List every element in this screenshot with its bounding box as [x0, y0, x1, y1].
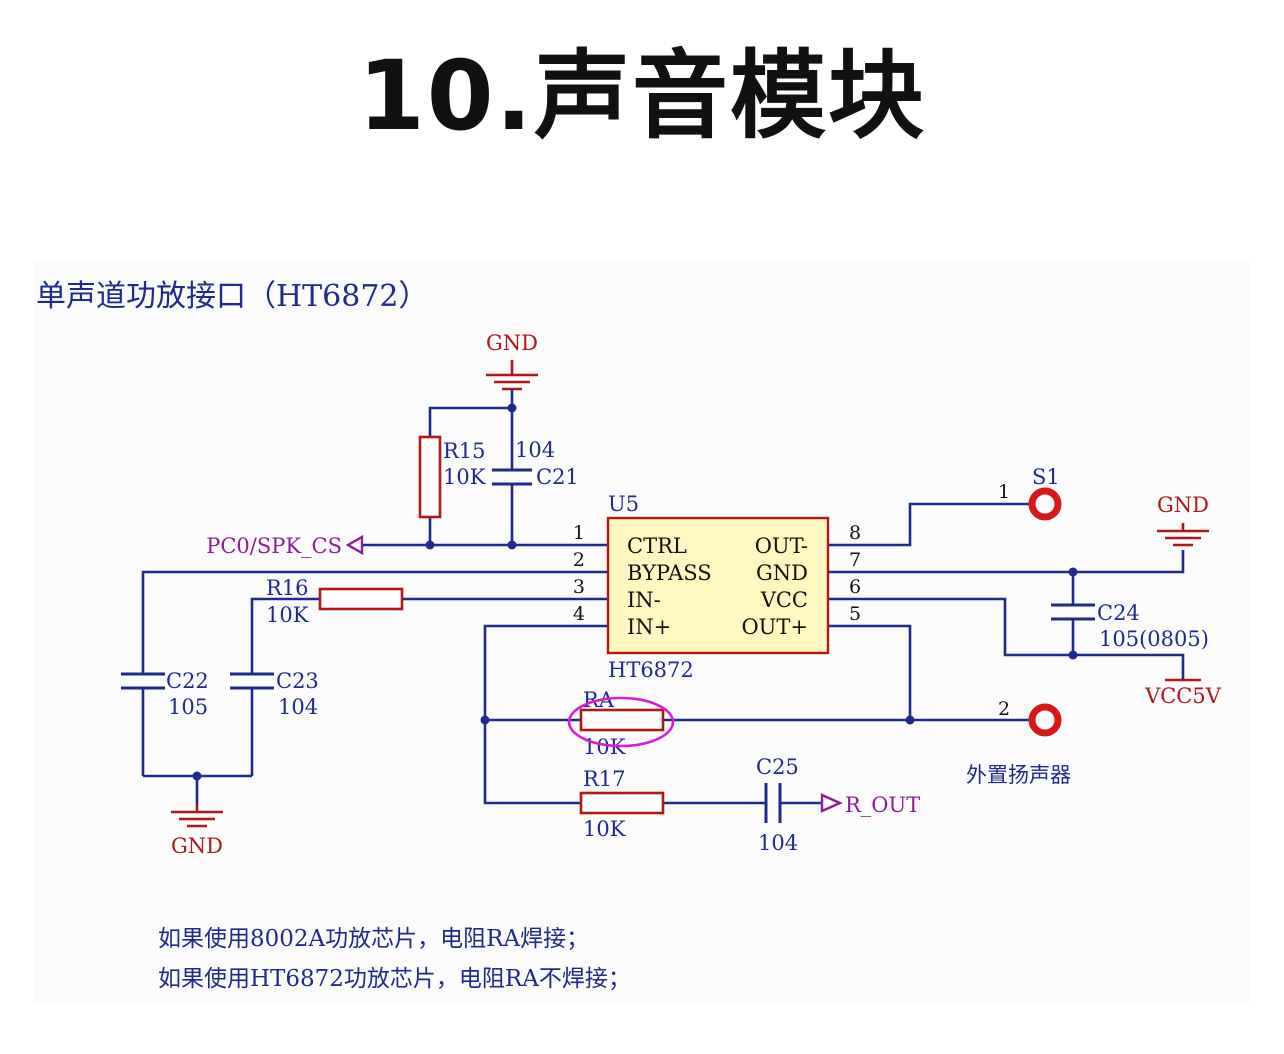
capacitor-c25: C25 104 — [756, 755, 799, 855]
r16-value: 10K — [266, 603, 309, 627]
page-title: 10.声音模块 — [357, 40, 927, 152]
pin-num-4: 4 — [573, 603, 585, 625]
capacitor-c23: C23 104 — [230, 669, 319, 719]
c25-value: 104 — [758, 831, 798, 855]
pin-name-in-plus: IN+ — [627, 615, 671, 639]
speaker-terminal-1 — [1028, 487, 1062, 521]
chip-ref: U5 — [608, 492, 639, 516]
c23-ref: C23 — [276, 669, 319, 693]
pc0-label: PC0/SPK_CS — [206, 534, 342, 558]
gnd-symbol-top: GND — [486, 331, 538, 395]
pin-name-out-plus: OUT+ — [741, 615, 808, 639]
capacitor-c21: 104 C21 — [492, 438, 579, 489]
ra-highlight-circle — [567, 696, 675, 748]
resistor-r17: R17 10K — [579, 767, 665, 841]
speaker-ref: S1 — [1032, 465, 1060, 489]
c23-value: 104 — [278, 695, 318, 719]
gnd-symbol-bottom: GND — [171, 805, 223, 858]
rout-net-label: R_OUT — [820, 793, 920, 817]
vcc-symbol: VCC5V — [1144, 678, 1222, 708]
r16-ref: R16 — [266, 576, 309, 600]
pin-num-2: 2 — [573, 549, 585, 571]
pin-num-8: 8 — [849, 522, 861, 544]
rout-label: R_OUT — [845, 793, 920, 817]
wires — [141, 395, 1185, 805]
speaker-pin-2: 2 — [998, 698, 1010, 720]
pin-num-7: 7 — [849, 549, 861, 571]
chip-u5: U5 HT6872 CTRL BYPASS IN- IN+ 1 2 3 4 OU… — [573, 492, 861, 682]
pin-name-in-minus: IN- — [627, 588, 661, 612]
chip-part: HT6872 — [608, 658, 694, 682]
capacitor-c24: C24 105(0805) — [1051, 601, 1209, 651]
resistor-r15: R15 10K — [418, 435, 486, 519]
pin-name-vcc: VCC — [760, 588, 808, 612]
pin-num-3: 3 — [573, 576, 585, 598]
speaker-pin-1: 1 — [998, 481, 1010, 503]
junction-dots — [192, 403, 1078, 781]
pin-name-bypass: BYPASS — [627, 561, 712, 585]
vcc-label: VCC5V — [1144, 684, 1222, 708]
speaker-s1: S1 1 2 外置扬声器 — [966, 465, 1071, 787]
pc0-net-label: PC0/SPK_CS — [206, 534, 364, 558]
c24-value: 105(0805) — [1099, 627, 1209, 651]
resistor-ra: RA 10K — [567, 688, 675, 759]
pin-num-5: 5 — [849, 603, 861, 625]
c21-ref: C21 — [536, 465, 579, 489]
note-line-1: 如果使用8002A功放芯片，电阻RA焊接； — [158, 926, 589, 952]
gnd-bottom-label: GND — [171, 834, 223, 858]
speaker-terminal-2 — [1028, 703, 1062, 737]
c25-ref: C25 — [756, 755, 799, 779]
schematic-caption: 单声道功放接口（HT6872） — [36, 279, 429, 314]
pin-name-out-minus: OUT- — [755, 534, 808, 558]
r15-value: 10K — [443, 465, 486, 489]
c22-value: 105 — [168, 695, 208, 719]
pin-name-gnd: GND — [756, 561, 808, 585]
speaker-label: 外置扬声器 — [966, 763, 1071, 787]
r15-ref: R15 — [443, 439, 486, 463]
pin-num-6: 6 — [849, 576, 861, 598]
note-line-2: 如果使用HT6872功放芯片，电阻RA不焊接； — [158, 966, 631, 992]
gnd-top-label: GND — [486, 331, 538, 355]
resistor-r16: R16 10K — [266, 576, 404, 627]
c21-value: 104 — [515, 438, 555, 462]
gnd-symbol-right: GND — [1157, 493, 1209, 547]
gnd-right-label: GND — [1157, 493, 1209, 517]
pin-name-ctrl: CTRL — [627, 534, 687, 558]
r17-value: 10K — [583, 817, 626, 841]
pin-num-1: 1 — [573, 522, 585, 544]
r17-ref: R17 — [583, 767, 626, 791]
capacitor-c22: C22 105 — [121, 669, 209, 719]
c22-ref: C22 — [166, 669, 209, 693]
c24-ref: C24 — [1097, 601, 1140, 625]
